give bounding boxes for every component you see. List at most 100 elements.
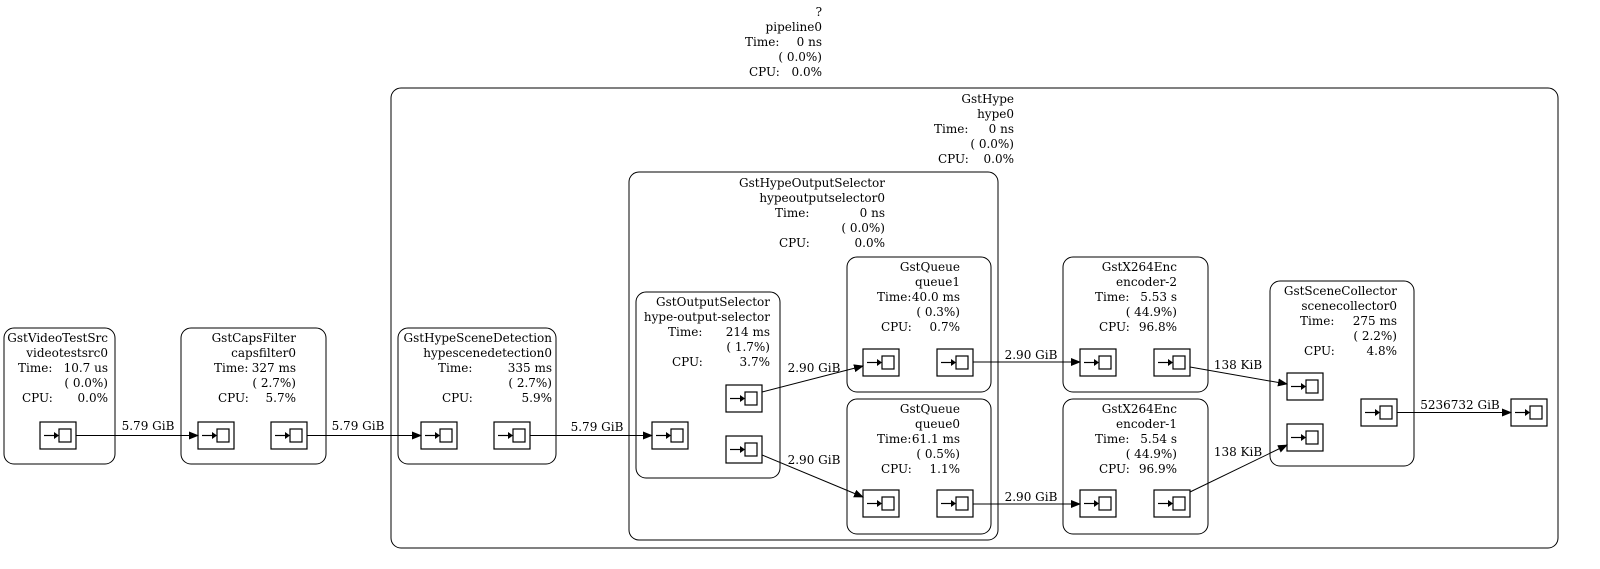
cpu-value: 0.0%	[984, 152, 1015, 166]
time-label: Time:	[934, 122, 968, 136]
queue0-src-pad-icon[interactable]	[936, 489, 974, 518]
cpu-label: CPU:	[1099, 462, 1130, 476]
element-type: GstCapsFilter	[212, 331, 297, 345]
container-hype-box[interactable]	[390, 87, 1559, 549]
element-type: GstOutputSelector	[656, 295, 770, 309]
encoder1-src-pad-icon[interactable]	[1153, 489, 1191, 518]
time-percent: ( 0.0%)	[970, 137, 1014, 151]
time-value: 5.54 s	[1140, 432, 1177, 446]
element-type: ?	[816, 5, 822, 19]
outputselector-src-1-pad-icon[interactable]	[725, 435, 763, 464]
element-type: GstHypeOutputSelector	[739, 176, 885, 190]
outputselector-sink-pad-icon[interactable]	[651, 421, 689, 450]
time-percent: ( 1.7%)	[726, 340, 770, 354]
element-scenecollector-box[interactable]	[1269, 280, 1415, 467]
element-type: GstX264Enc	[1102, 402, 1178, 416]
time-label: Time:	[214, 361, 248, 375]
sink-final-pad-icon[interactable]	[1510, 398, 1548, 427]
time-value: 10.7 us	[64, 361, 108, 375]
time-value: 275 ms	[1353, 314, 1397, 328]
cpu-label: CPU:	[672, 355, 703, 369]
element-name: scenecollector0	[1301, 299, 1397, 313]
edge-link	[761, 364, 864, 393]
time-percent: ( 0.3%)	[916, 305, 960, 319]
element-videotestsrc-box[interactable]	[3, 327, 116, 465]
capsfilter-sink-pad-icon[interactable]	[197, 421, 235, 450]
element-hypescenedetection[interactable]: GstHypeSceneDetectionhypescenedetection0…	[404, 331, 553, 405]
cpu-value: 0.7%	[930, 320, 961, 334]
element-encoder2-box[interactable]	[1062, 256, 1209, 393]
cpu-value: 96.8%	[1139, 320, 1177, 334]
element-encoder1-box[interactable]	[1062, 398, 1209, 535]
cpu-label: CPU:	[779, 236, 810, 250]
encoder1-sink-pad-icon[interactable]	[1079, 489, 1117, 518]
element-name: queue1	[915, 275, 960, 289]
time-label: Time:	[438, 361, 472, 375]
time-value: 214 ms	[726, 325, 770, 339]
queue1-sink-pad-icon[interactable]	[862, 348, 900, 377]
element-name: encoder-2	[1116, 275, 1177, 289]
cpu-label: CPU:	[938, 152, 969, 166]
capsfilter-src-pad-icon[interactable]	[270, 421, 308, 450]
cpu-label: CPU:	[442, 391, 473, 405]
time-label: Time:	[877, 290, 911, 304]
element-capsfilter-box[interactable]	[180, 327, 327, 465]
time-percent: ( 0.0%)	[778, 50, 822, 64]
cpu-label: CPU:	[1304, 344, 1335, 358]
edge-link	[1189, 366, 1288, 387]
cpu-value: 5.9%	[522, 391, 553, 405]
element-hypescenedetection-box[interactable]	[397, 327, 557, 465]
scenecollector-sink-1-pad-icon[interactable]	[1286, 423, 1324, 452]
encoder2-sink-pad-icon[interactable]	[1079, 348, 1117, 377]
queue0-sink-pad-icon[interactable]	[862, 489, 900, 518]
time-value: 335 ms	[508, 361, 552, 375]
element-name: hype0	[977, 107, 1014, 121]
time-percent: ( 0.0%)	[841, 221, 885, 235]
cpu-label: CPU:	[218, 391, 249, 405]
edge-link	[1189, 444, 1288, 493]
cpu-value: 3.7%	[740, 355, 771, 369]
element-outputselector-box[interactable]	[635, 291, 781, 479]
edge-label: 2.90 GiB	[1005, 490, 1058, 504]
time-percent: ( 2.7%)	[508, 376, 552, 390]
cpu-value: 0.0%	[792, 65, 823, 79]
cpu-value: 4.8%	[1367, 344, 1398, 358]
edge-label: 138 KiB	[1214, 358, 1263, 372]
cpu-value: 0.0%	[78, 391, 109, 405]
scenecollector-sink-0-pad-icon[interactable]	[1286, 372, 1324, 401]
element-name: pipeline0	[766, 20, 822, 34]
element-queue0-box[interactable]	[846, 398, 992, 535]
scenecollector-src-pad-icon[interactable]	[1360, 398, 1398, 427]
element-name: videotestsrc0	[25, 346, 108, 360]
queue1-src-pad-icon[interactable]	[936, 348, 974, 377]
container-hypeoutputselector-box[interactable]	[628, 171, 999, 541]
cpu-label: CPU:	[881, 462, 912, 476]
videotestsrc-src-pad-icon[interactable]	[39, 421, 77, 450]
hypescenedetection-src-pad-icon[interactable]	[493, 421, 531, 450]
time-label: Time:	[1300, 314, 1334, 328]
element-type: GstX264Enc	[1102, 260, 1178, 274]
time-percent: ( 2.7%)	[252, 376, 296, 390]
encoder2-src-pad-icon[interactable]	[1153, 348, 1191, 377]
time-label: Time:	[1095, 290, 1129, 304]
time-value: 61.1 ms	[912, 432, 960, 446]
hypescenedetection-sink-pad-icon[interactable]	[420, 421, 458, 450]
time-label: Time:	[668, 325, 702, 339]
element-outputselector[interactable]: GstOutputSelectorhype-output-selectorTim…	[644, 295, 770, 369]
element-scenecollector[interactable]: GstSceneCollectorscenecollector0Time:275…	[1284, 284, 1397, 358]
element-name: capsfilter0	[231, 346, 296, 360]
element-type: GstQueue	[900, 402, 960, 416]
outputselector-src-0-pad-icon[interactable]	[725, 384, 763, 413]
time-value: 0 ns	[797, 35, 822, 49]
element-queue1-box[interactable]	[846, 256, 992, 393]
time-percent: ( 0.0%)	[64, 376, 108, 390]
edge-label: 2.90 GiB	[788, 453, 841, 467]
